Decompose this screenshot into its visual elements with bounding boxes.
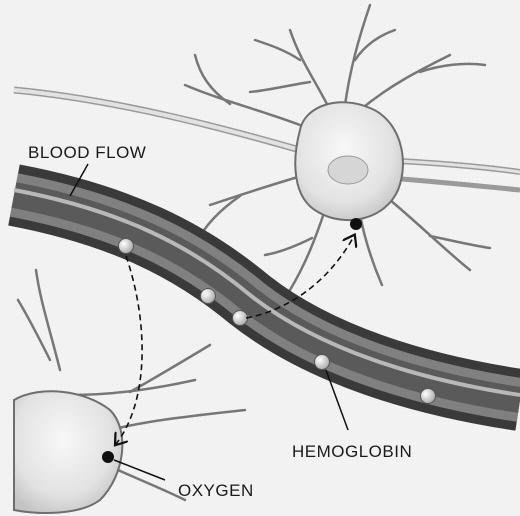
blood-flow-label: BLOOD FLOW xyxy=(28,143,146,162)
hemoglobin-particle xyxy=(233,311,248,326)
oxygen-label: OXYGEN xyxy=(178,481,254,500)
hemoglobin-label: HEMOGLOBIN xyxy=(292,442,412,461)
oxygen-molecule-upper xyxy=(350,218,362,230)
nucleus xyxy=(328,156,368,184)
hemoglobin-particle xyxy=(421,389,436,404)
oxygen-molecule-lower xyxy=(102,451,114,463)
hemoglobin-particle xyxy=(201,289,216,304)
hemoglobin-particle xyxy=(119,239,134,254)
hemoglobin-particle xyxy=(315,355,330,370)
neuron-cell-body xyxy=(295,102,403,220)
